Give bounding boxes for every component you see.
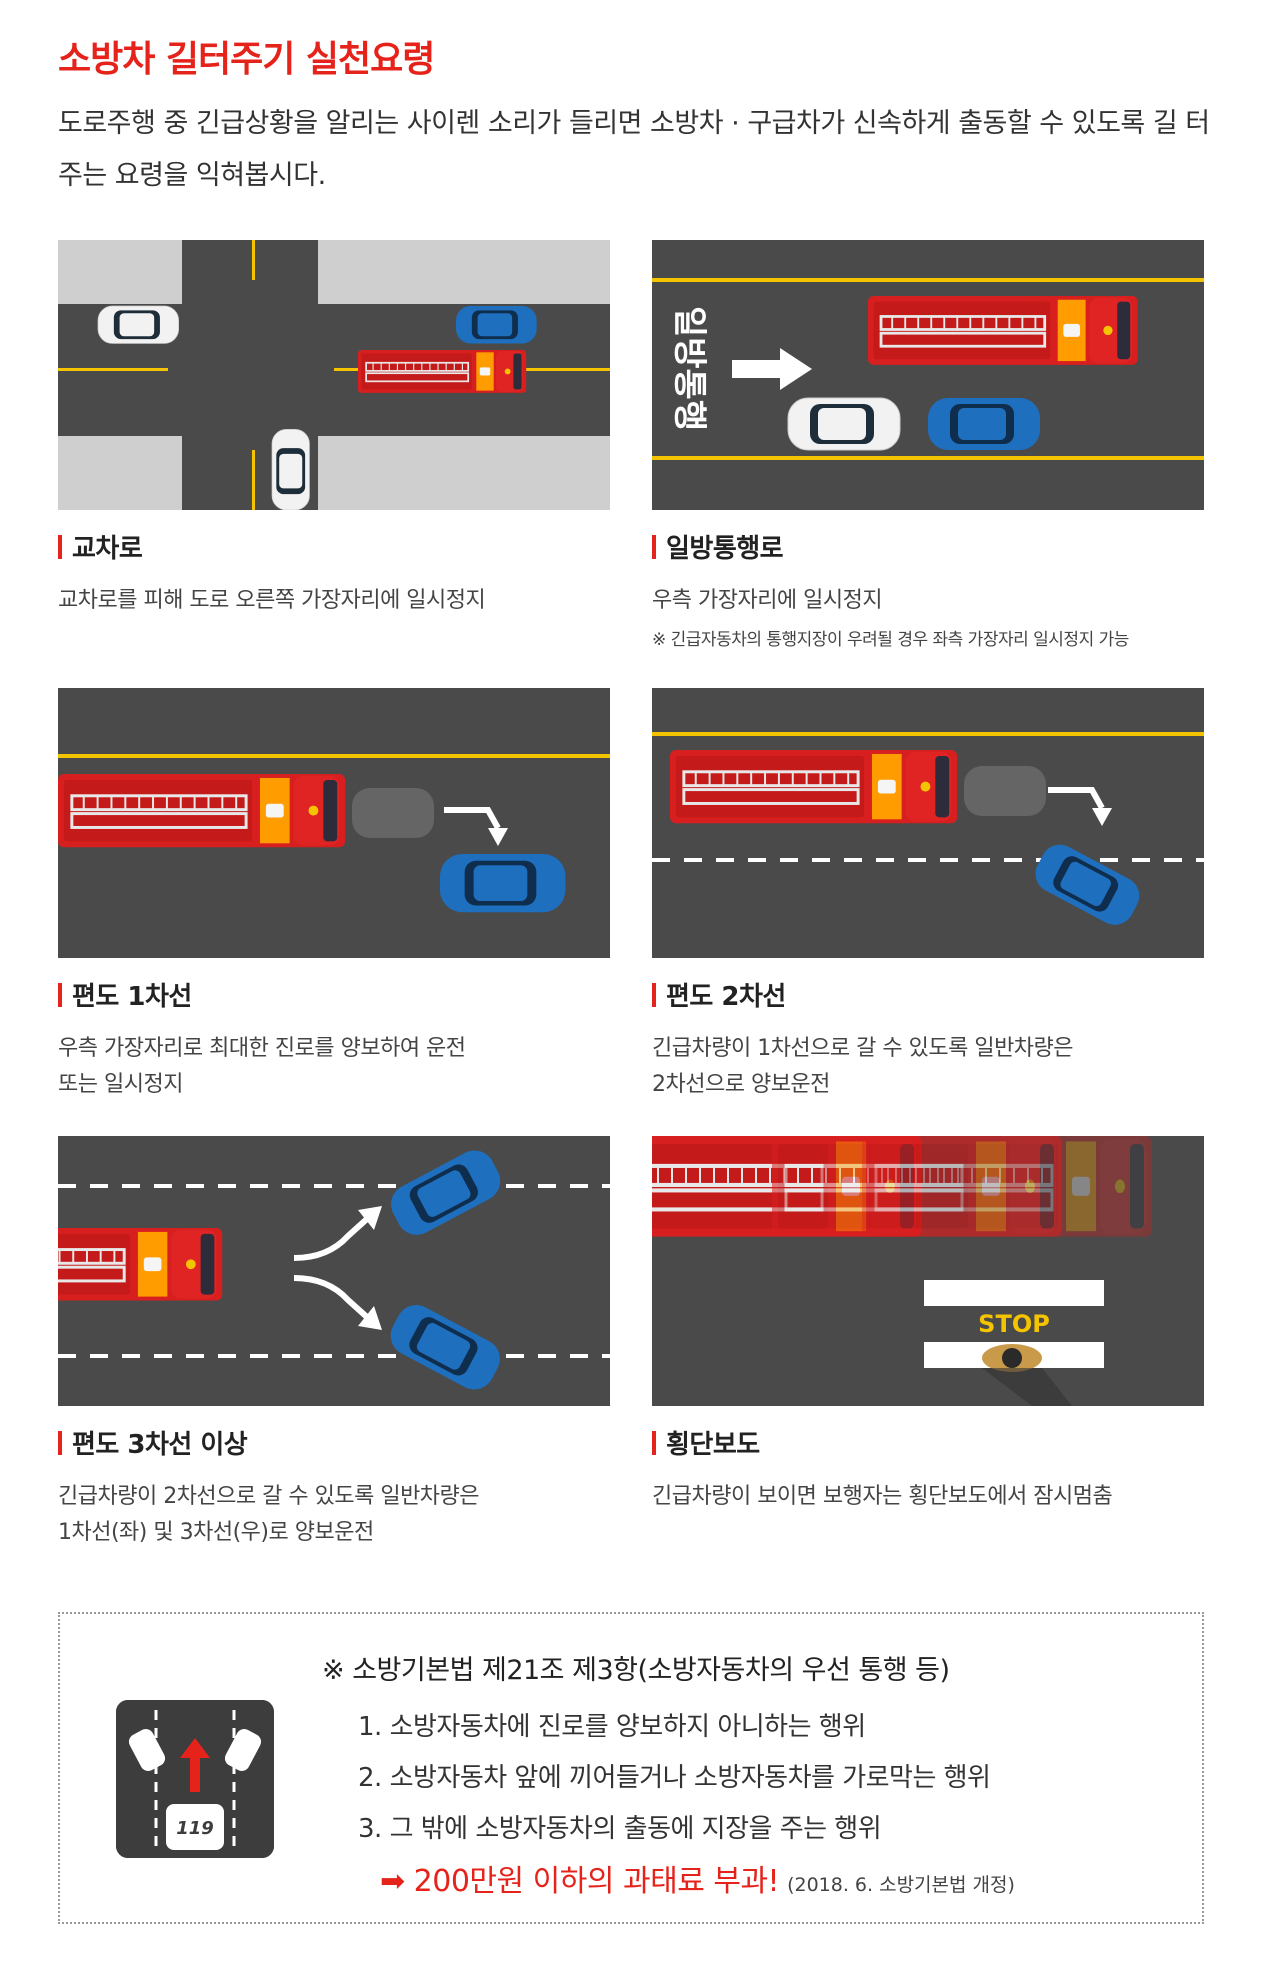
case-title-intersection: 교차로 (58, 528, 618, 565)
page-title: 소방차 길터주기 실천요령 (58, 39, 435, 80)
case-note-one-way: ※ 긴급자동차의 통행지장이 우려될 경우 좌측 가장자리 일시정지 가능 (652, 630, 1129, 650)
case-title-two-lane: 편도 2차선 (652, 976, 1212, 1013)
intersection-illustration (58, 240, 610, 510)
one-way-illustration: 일방통행 (652, 240, 1204, 510)
stop-road-text: STOP (978, 1310, 1050, 1338)
law-title: ※ 소방기본법 제21조 제3항(소방자동차의 우선 통행 등) (322, 1655, 950, 1686)
case-body-three-lane-line-2: 1차선(좌) 및 3차선(우)로 양보운전 (58, 1520, 374, 1545)
law-item-1: 1. 소방자동차에 진로를 양보하지 아니하는 행위 (358, 1712, 866, 1742)
one-lane-illustration (58, 688, 610, 958)
fine-note: (2018. 6. 소방기본법 개정) (787, 1874, 1015, 1896)
case-title-crosswalk: 횡단보도 (652, 1424, 1212, 1461)
case-body-two-lane-line-1: 긴급차량이 1차선으로 갈 수 있도록 일반차량은 (652, 1036, 1074, 1061)
fire-truck-priority-icon: 119 (116, 1700, 274, 1858)
law-notice-box: 119 ※ 소방기본법 제21조 제3항(소방자동차의 우선 통행 등) 1. … (58, 1612, 1204, 1924)
case-title-three-lane: 편도 3차선 이상 (58, 1424, 618, 1461)
case-body-intersection: 교차로를 피해 도로 오른쪽 가장자리에 일시정지 (58, 588, 486, 613)
three-lane-illustration (58, 1136, 610, 1406)
law-item-2: 2. 소방자동차 앞에 끼어들거나 소방자동차를 가로막는 행위 (358, 1763, 991, 1793)
fine-text: ➡ 200만원 이하의 과태료 부과! (380, 1864, 780, 1899)
case-body-one-lane-line-1: 우측 가장자리로 최대한 진로를 양보하여 운전 (58, 1036, 466, 1061)
crosswalk-illustration: STOP (652, 1136, 1204, 1406)
two-lane-illustration (652, 688, 1204, 958)
case-body-one-way: 우측 가장자리에 일시정지 (652, 588, 883, 613)
icon-119-text: 119 (176, 1818, 214, 1839)
case-body-two-lane-line-2: 2차선으로 양보운전 (652, 1072, 830, 1097)
case-title-one-lane: 편도 1차선 (58, 976, 618, 1013)
case-body-three-lane-line-1: 긴급차량이 2차선으로 갈 수 있도록 일반차량은 (58, 1484, 480, 1509)
law-item-3: 3. 그 밖에 소방자동차의 출동에 지장을 주는 행위 (358, 1814, 882, 1844)
intro-text: 도로주행 중 긴급상황을 알리는 사이렌 소리가 들리면 소방차 · 구급차가 … (58, 108, 1210, 191)
case-title-one-way: 일방통행로 (652, 528, 1212, 565)
case-body-one-lane-line-2: 또는 일시정지 (58, 1072, 183, 1097)
one-way-road-text: 일방통행 (669, 306, 709, 431)
case-body-crosswalk: 긴급차량이 보이면 보행자는 횡단보도에서 잠시멈춤 (652, 1484, 1113, 1509)
